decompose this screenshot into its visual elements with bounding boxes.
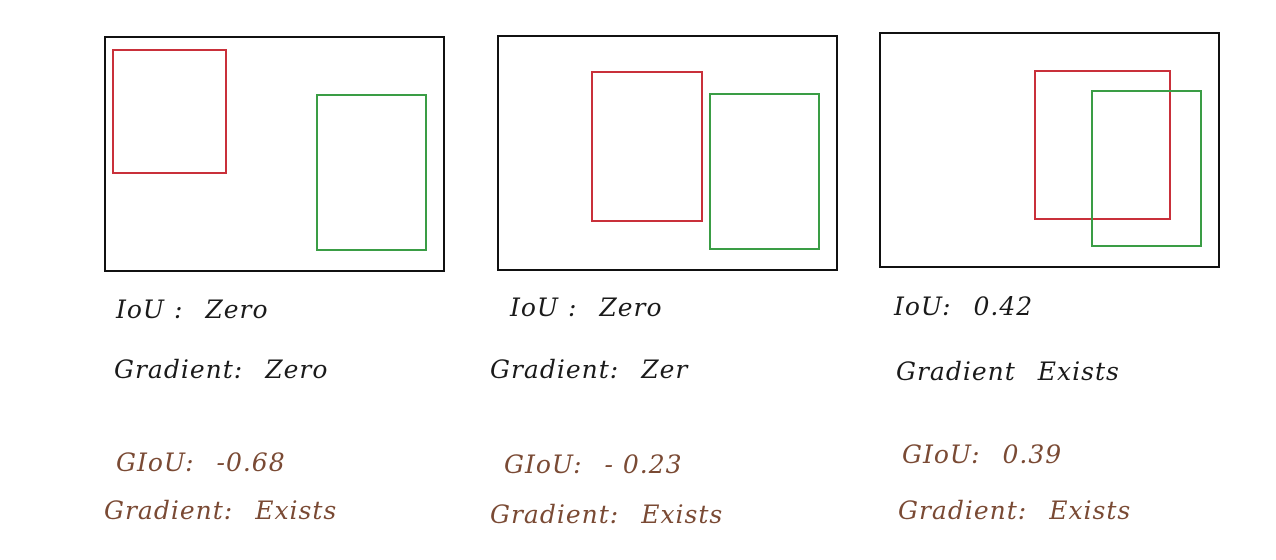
giou-gradient-line: Gradient: Exists bbox=[104, 496, 337, 525]
iou-line: IoU : Zero bbox=[510, 293, 663, 322]
image-frame bbox=[879, 32, 1220, 268]
giou-label: GIoU: bbox=[116, 448, 195, 477]
iou-value: Zero bbox=[205, 295, 269, 324]
panel-1: IoU : Zero Gradient: Zero GIoU: -0.68 Gradi… bbox=[0, 0, 445, 560]
giou-gradient-value: Exists bbox=[255, 496, 338, 525]
giou-gradient-label: Gradient: bbox=[898, 496, 1028, 525]
image-frame bbox=[497, 35, 838, 271]
gradient-label: Gradient bbox=[896, 357, 1016, 386]
giou-gradient-line: Gradient: Exists bbox=[898, 496, 1131, 525]
giou-line: GIoU: -0.68 bbox=[116, 448, 286, 477]
giou-line: GIoU: - 0.23 bbox=[504, 450, 683, 479]
image-frame bbox=[104, 36, 445, 272]
iou-line: IoU : Zero bbox=[116, 295, 269, 324]
predicted-box bbox=[112, 49, 227, 174]
ground-truth-box bbox=[709, 93, 820, 250]
giou-label: GIoU: bbox=[504, 450, 583, 479]
iou-line: IoU: 0.42 bbox=[894, 292, 1033, 321]
ground-truth-box bbox=[316, 94, 427, 251]
predicted-box bbox=[591, 71, 703, 222]
iou-label: IoU: bbox=[894, 292, 952, 321]
giou-line: GIoU: 0.39 bbox=[902, 440, 1062, 469]
predicted-box bbox=[1034, 70, 1171, 220]
gradient-label: Gradient: bbox=[490, 355, 620, 384]
gradient-line: Gradient: Zero bbox=[114, 355, 328, 384]
giou-value: - 0.23 bbox=[604, 450, 683, 479]
gradient-line: Gradient Exists bbox=[896, 357, 1120, 386]
giou-gradient-line: Gradient: Exists bbox=[490, 500, 723, 529]
iou-label: IoU : bbox=[116, 295, 184, 324]
giou-gradient-value: Exists bbox=[1049, 496, 1132, 525]
iou-label: IoU : bbox=[510, 293, 578, 322]
iou-value: 0.42 bbox=[973, 292, 1034, 321]
ground-truth-box bbox=[1091, 90, 1202, 247]
giou-gradient-label: Gradient: bbox=[490, 500, 620, 529]
gradient-value: Zero bbox=[265, 355, 329, 384]
giou-value: 0.39 bbox=[1002, 440, 1063, 469]
gradient-value: Zer bbox=[641, 355, 689, 384]
giou-gradient-value: Exists bbox=[641, 500, 724, 529]
gradient-value: Exists bbox=[1037, 357, 1120, 386]
giou-gradient-label: Gradient: bbox=[104, 496, 234, 525]
panel-2: IoU : Zero Gradient: Zer GIoU: - 0.23 Gradi… bbox=[0, 0, 838, 560]
gradient-line: Gradient: Zer bbox=[490, 355, 688, 384]
gradient-label: Gradient: bbox=[114, 355, 244, 384]
giou-value: -0.68 bbox=[216, 448, 286, 477]
iou-value: Zero bbox=[599, 293, 663, 322]
giou-label: GIoU: bbox=[902, 440, 981, 469]
